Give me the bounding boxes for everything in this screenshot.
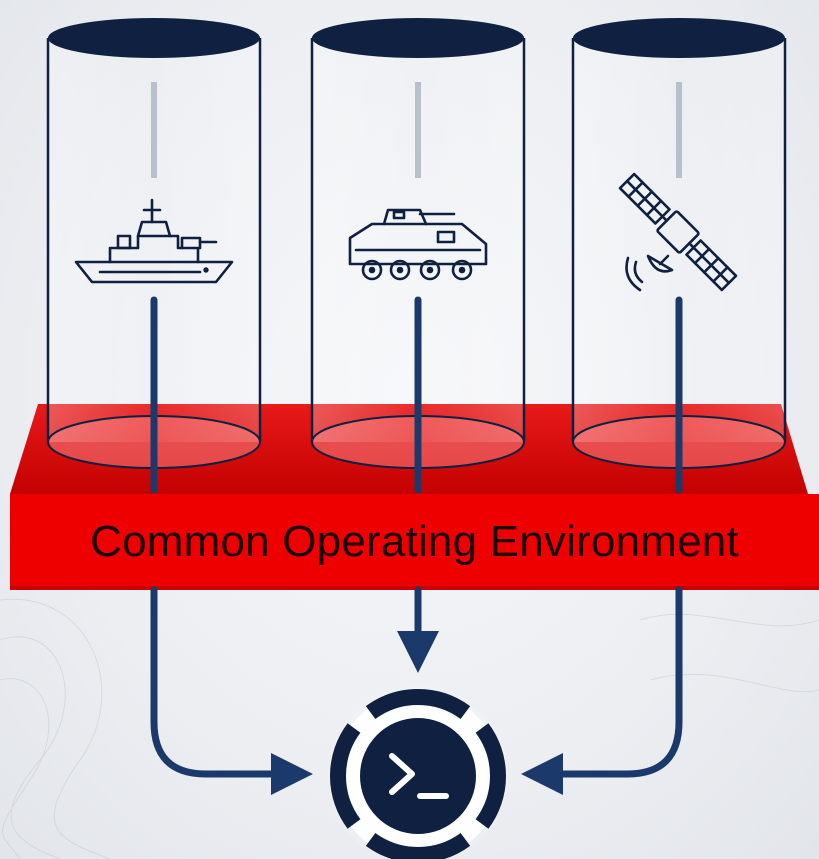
pillar-cap (573, 18, 785, 58)
pillar-cap (48, 18, 260, 58)
armored-vehicle-icon (348, 208, 488, 281)
platform-front-face (10, 494, 819, 590)
terminal-hub (326, 684, 510, 859)
satellite-icon (618, 172, 738, 292)
pillar-cap (312, 18, 524, 58)
pillar-land (310, 18, 526, 469)
topographic-background (0, 598, 819, 859)
warship-icon (74, 198, 234, 284)
connector-lines (150, 296, 683, 795)
common-operating-environment-label: Common Operating Environment (90, 517, 739, 566)
terminal-prompt-icon (389, 753, 449, 799)
hub-ring-segments (330, 689, 506, 859)
